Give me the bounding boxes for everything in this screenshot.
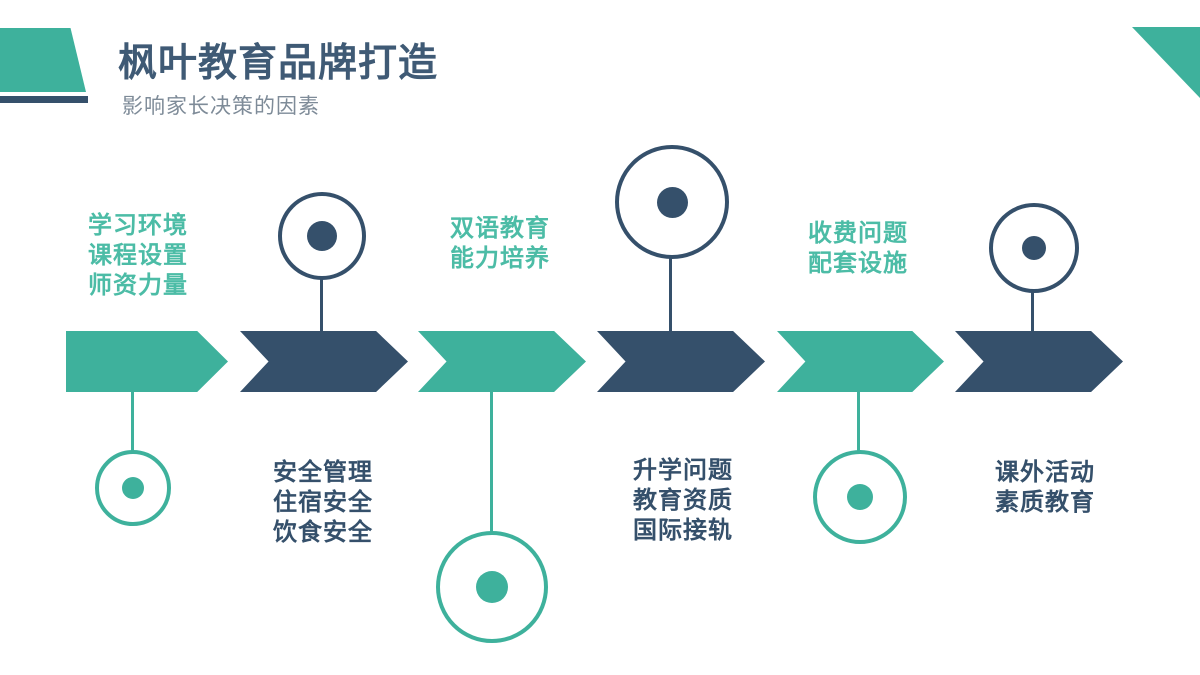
- label-line: 配套设施: [808, 250, 908, 277]
- label-line: 学习环境: [88, 212, 188, 239]
- step-label: 学习环境课程设置师资力量: [88, 211, 188, 301]
- label-line: 素质教育: [995, 489, 1095, 516]
- label-line: 双语教育: [450, 215, 550, 242]
- timeline-marker-circle: [615, 145, 729, 259]
- connector-line: [131, 391, 134, 452]
- marker-dot: [847, 484, 873, 510]
- label-line: 师资力量: [88, 272, 188, 299]
- timeline-arrow: [955, 331, 1123, 392]
- header-trapezoid-shape: [0, 28, 86, 92]
- step-label: 双语教育能力培养: [450, 214, 550, 274]
- page-title: 枫叶教育品牌打造: [118, 42, 439, 85]
- timeline-arrow: [418, 331, 586, 392]
- timeline-arrow: [240, 331, 408, 392]
- connector-line: [857, 391, 860, 451]
- label-line: 升学问题: [633, 457, 733, 484]
- corner-triangle-shape: [1132, 27, 1200, 98]
- timeline-marker-circle: [278, 192, 366, 280]
- marker-dot: [307, 221, 337, 251]
- title-underline-bar: [0, 96, 88, 103]
- step-label: 收费问题配套设施: [808, 219, 908, 279]
- page-subtitle: 影响家长决策的因素: [122, 95, 320, 118]
- step-label: 课外活动素质教育: [995, 458, 1095, 518]
- marker-dot: [1022, 236, 1046, 260]
- label-line: 饮食安全: [273, 519, 373, 546]
- connector-line: [669, 258, 672, 332]
- label-line: 安全管理: [273, 459, 373, 486]
- label-line: 课程设置: [88, 242, 188, 269]
- timeline-arrow: [66, 331, 228, 392]
- connector-line: [490, 391, 493, 532]
- timeline-marker-circle: [95, 450, 171, 526]
- label-line: 住宿安全: [273, 489, 373, 516]
- timeline-arrow: [777, 331, 944, 392]
- timeline-marker-circle: [813, 450, 907, 544]
- label-line: 能力培养: [450, 245, 550, 272]
- timeline-marker-circle: [989, 203, 1079, 293]
- step-label: 升学问题教育资质国际接轨: [633, 456, 733, 546]
- label-line: 课外活动: [995, 459, 1095, 486]
- label-line: 国际接轨: [633, 517, 733, 544]
- connector-line: [320, 279, 323, 332]
- marker-dot: [476, 571, 508, 603]
- timeline-arrow: [597, 331, 765, 392]
- label-line: 教育资质: [633, 487, 733, 514]
- marker-dot: [122, 477, 144, 499]
- connector-line: [1031, 292, 1034, 332]
- timeline-marker-circle: [436, 531, 548, 643]
- step-label: 安全管理住宿安全饮食安全: [273, 458, 373, 548]
- marker-dot: [656, 186, 688, 218]
- label-line: 收费问题: [808, 220, 908, 247]
